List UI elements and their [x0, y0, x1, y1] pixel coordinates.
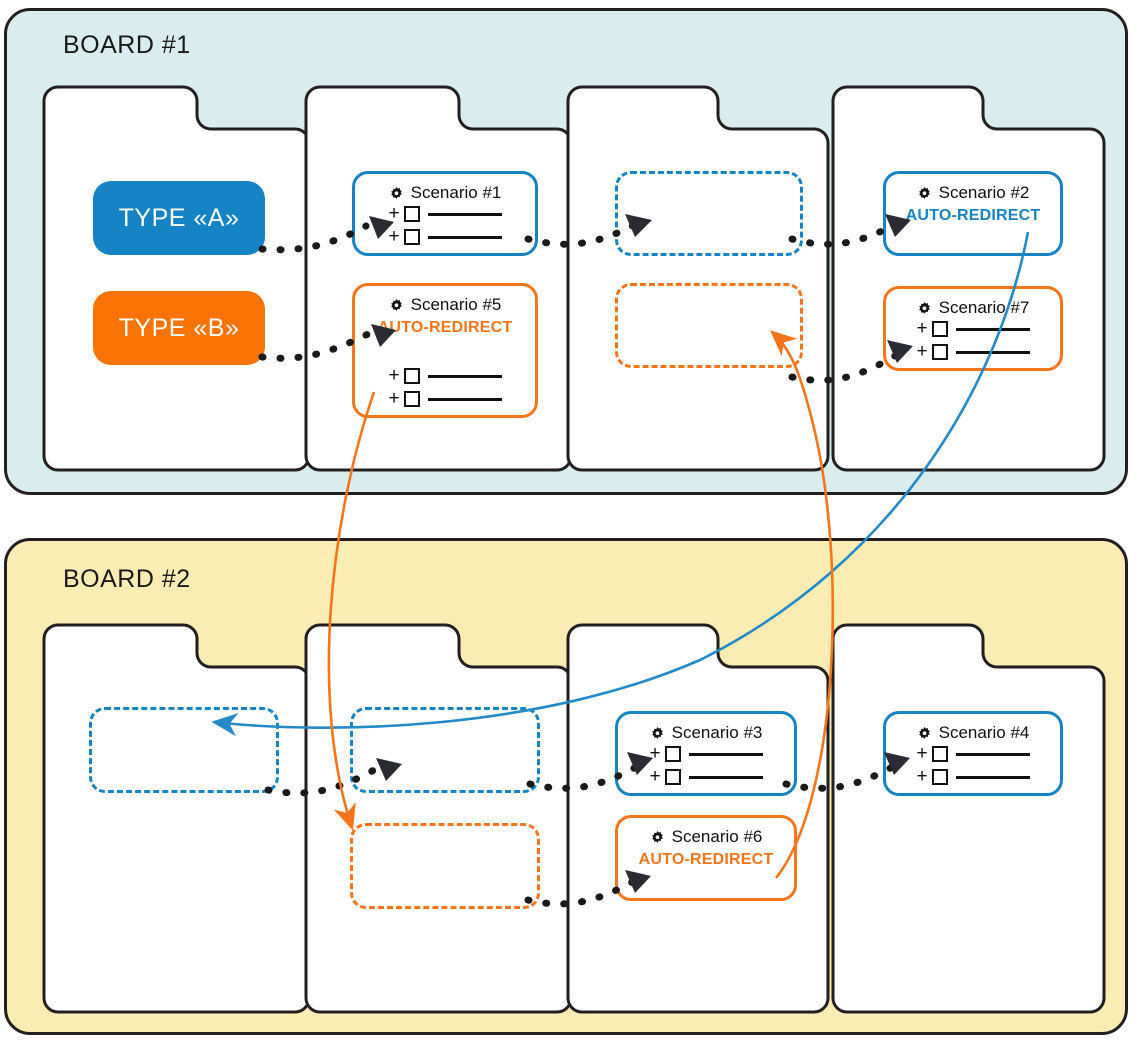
board-1[interactable]: BOARD #1 TYPE «A» TYPE «B» Scenario #1 — [4, 8, 1128, 495]
board-2[interactable]: BOARD #2 Scenario #3 — [4, 538, 1128, 1035]
line-placeholder — [688, 775, 763, 779]
scenario-6-auto-redirect-badge: AUTO-REDIRECT — [638, 851, 774, 868]
scenario-4-checklist: + + — [886, 743, 1060, 787]
scenario-1-checklist: + + — [355, 203, 535, 247]
scenario-7-title: Scenario #7 — [938, 298, 1030, 317]
checklist-row[interactable]: + — [916, 318, 1030, 339]
plus-icon: + — [649, 766, 661, 787]
scenario-2-title: Scenario #2 — [938, 183, 1030, 202]
scenario-4-title: Scenario #4 — [938, 723, 1030, 742]
scenario-3-title-row: Scenario #3 — [618, 723, 794, 743]
scenario-6-title-row: Scenario #6 — [618, 827, 794, 847]
placeholder-slot-orange[interactable] — [350, 823, 540, 909]
checklist-row[interactable]: + — [916, 341, 1030, 362]
plus-icon: + — [649, 743, 661, 764]
checkbox-icon[interactable] — [931, 769, 948, 785]
scenario-2-title-row: Scenario #2 — [886, 183, 1060, 203]
line-placeholder — [427, 397, 502, 401]
checklist-row[interactable]: + — [649, 743, 763, 764]
placeholder-slot-orange[interactable] — [615, 283, 803, 368]
checkbox-icon[interactable] — [403, 368, 420, 384]
checklist-row[interactable]: + — [916, 743, 1030, 764]
checklist-row[interactable]: + — [388, 365, 502, 386]
checkbox-icon[interactable] — [931, 746, 948, 762]
scenario-card-1[interactable]: Scenario #1 + + — [352, 171, 538, 256]
checkbox-icon[interactable] — [403, 229, 420, 245]
line-placeholder — [427, 235, 502, 239]
gear-icon — [390, 186, 402, 199]
scenario-4-title-row: Scenario #4 — [886, 723, 1060, 743]
scenario-card-3[interactable]: Scenario #3 + + — [615, 711, 797, 796]
checkbox-icon[interactable] — [403, 391, 420, 407]
plus-icon: + — [388, 388, 400, 409]
scenario-card-6[interactable]: Scenario #6 AUTO-REDIRECT — [615, 815, 797, 901]
scenario-5-title: Scenario #5 — [410, 295, 502, 314]
scenario-1-title-row: Scenario #1 — [355, 183, 535, 203]
line-placeholder — [955, 350, 1030, 354]
scenario-card-7[interactable]: Scenario #7 + + — [883, 286, 1063, 371]
gear-icon — [390, 298, 402, 311]
plus-icon: + — [388, 365, 400, 386]
scenario-2-auto-redirect-badge: AUTO-REDIRECT — [905, 207, 1041, 224]
checkbox-icon[interactable] — [403, 206, 420, 222]
checkbox-icon[interactable] — [931, 344, 948, 360]
scenario-6-title: Scenario #6 — [671, 827, 763, 846]
placeholder-slot-blue[interactable] — [89, 707, 279, 793]
checklist-row[interactable]: + — [388, 226, 502, 247]
plus-icon: + — [916, 766, 928, 787]
scenario-3-title: Scenario #3 — [671, 723, 763, 742]
type-badge-b[interactable]: TYPE «B» — [93, 291, 265, 365]
placeholder-slot-blue[interactable] — [615, 171, 803, 256]
type-badge-a[interactable]: TYPE «A» — [93, 181, 265, 255]
board-1-title: BOARD #1 — [63, 31, 191, 59]
scenario-7-checklist: + + — [886, 318, 1060, 362]
line-placeholder — [427, 212, 502, 216]
line-placeholder — [427, 374, 502, 378]
scenario-5-checklist: + + — [355, 365, 535, 409]
scenario-7-title-row: Scenario #7 — [886, 298, 1060, 318]
scenario-card-4[interactable]: Scenario #4 + + — [883, 711, 1063, 796]
gear-icon — [651, 726, 663, 739]
scenario-5-title-row: Scenario #5 — [355, 295, 535, 315]
plus-icon: + — [388, 203, 400, 224]
plus-icon: + — [388, 226, 400, 247]
checklist-row[interactable]: + — [649, 766, 763, 787]
scenario-5-auto-redirect-badge: AUTO-REDIRECT — [377, 319, 513, 336]
line-placeholder — [688, 752, 763, 756]
scenario-1-title: Scenario #1 — [410, 183, 502, 202]
gear-icon — [918, 726, 930, 739]
placeholder-slot-blue[interactable] — [350, 707, 540, 793]
line-placeholder — [955, 752, 1030, 756]
gear-icon — [651, 830, 663, 843]
checklist-row[interactable]: + — [916, 766, 1030, 787]
scenario-card-5[interactable]: Scenario #5 AUTO-REDIRECT + + — [352, 283, 538, 418]
checklist-row[interactable]: + — [388, 388, 502, 409]
checkbox-icon[interactable] — [664, 746, 681, 762]
plus-icon: + — [916, 341, 928, 362]
scenario-card-2[interactable]: Scenario #2 AUTO-REDIRECT — [883, 171, 1063, 256]
gear-icon — [918, 301, 930, 314]
checkbox-icon[interactable] — [664, 769, 681, 785]
gear-icon — [918, 186, 930, 199]
board-2-title: BOARD #2 — [63, 565, 191, 593]
line-placeholder — [955, 775, 1030, 779]
checklist-row[interactable]: + — [388, 203, 502, 224]
checkbox-icon[interactable] — [931, 321, 948, 337]
line-placeholder — [955, 327, 1030, 331]
plus-icon: + — [916, 318, 928, 339]
plus-icon: + — [916, 743, 928, 764]
scenario-3-checklist: + + — [618, 743, 794, 787]
